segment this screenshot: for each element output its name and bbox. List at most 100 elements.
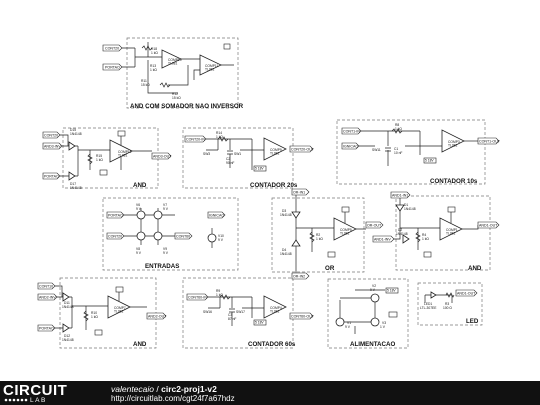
label-sw17: SW17 xyxy=(236,310,245,314)
diode-d2 xyxy=(402,234,410,244)
label-d3-model: 1N4148 xyxy=(280,213,292,217)
port-cont60-in xyxy=(186,293,209,301)
label-d11-model: 1N4148 xyxy=(62,305,74,309)
port-label: OR-IN1 xyxy=(293,191,305,195)
circuit-and-1: CONT20 AND3-INV PORTAO D15 1N4148 D17 1N… xyxy=(42,128,172,190)
label-c2-value: 90 nF xyxy=(226,161,234,165)
diode-d4 xyxy=(291,239,301,247)
rail-box xyxy=(99,169,108,176)
footer-project[interactable]: circ2-proj1-v2 xyxy=(161,384,217,394)
block-title-and-2: AND xyxy=(468,265,482,272)
port-cont20 xyxy=(102,44,123,52)
label-comp4: COMP4 xyxy=(270,306,282,310)
label-c2: C2 xyxy=(226,157,230,161)
circuit-contador-60: CONT60-IN R9 1 kΩ C3 87 nF SW16 SW17 COM… xyxy=(186,289,315,326)
label-v6: V6 xyxy=(136,203,140,207)
port-and3-inv xyxy=(42,142,63,150)
label-r10: R10 xyxy=(91,311,97,315)
port-label: IGNICAO xyxy=(343,145,358,149)
label-d12-model: 1N4148 xyxy=(62,338,74,342)
label-d1-model: 1N4148 xyxy=(404,207,416,211)
circuitlab-logo[interactable]: CIRCUIT xyxy=(3,382,68,399)
opamp-comp1 xyxy=(439,217,463,241)
label-r8-value: 1 kΩ xyxy=(395,127,402,131)
label-sw16: SW16 xyxy=(203,310,212,314)
circuit-and-2: AND1-IN1 AND1-INV D1 1N4148 D2 1N4148 R4… xyxy=(372,191,500,258)
footer-url[interactable]: http://circuitlab.com/cgt24f7a67hdz xyxy=(111,394,235,403)
label-d17: D17 xyxy=(70,182,76,186)
opamp-comp12 xyxy=(109,139,133,163)
label-d15: D15 xyxy=(70,128,76,132)
port-cont10 xyxy=(37,282,56,290)
port-portao xyxy=(42,172,61,180)
port-or-out xyxy=(365,221,384,229)
label-d3: D3 xyxy=(282,209,286,213)
label-comp3-model: TL081 xyxy=(448,144,458,148)
label-comp5: COMP5 xyxy=(340,228,352,232)
port-label: AND1-OUT xyxy=(457,292,476,296)
led-led1 xyxy=(430,291,437,299)
label-comp7: COMP7 xyxy=(114,306,126,310)
port-label: PORTAO xyxy=(108,214,123,218)
label-r9-value: 1 kΩ xyxy=(216,293,223,297)
source-v1 xyxy=(335,317,345,327)
label-sw11: SW11 xyxy=(372,148,381,152)
label-c1: C1 xyxy=(394,147,398,151)
block-title-and-somador: AND COM SOMADOR NAO INVERSOR xyxy=(130,103,244,110)
label-v6-value: 9 V xyxy=(136,207,142,211)
source-v6 xyxy=(136,210,146,220)
block-title-and-3: AND xyxy=(133,341,147,348)
label-comp10-model: TL081 xyxy=(168,62,178,66)
label-comp12-model: TL081 xyxy=(118,154,128,158)
label-v3-value: 1 V xyxy=(380,325,386,329)
label-d4-model: 1N4148 xyxy=(280,252,292,256)
port-label: AND1-OUT xyxy=(479,224,498,228)
label-r4: R4 xyxy=(422,233,426,237)
label-led1-model: LTL-307EE xyxy=(420,306,437,310)
label-c1-value: 10 nF xyxy=(394,151,402,155)
label-r9: R9 xyxy=(216,289,220,293)
schematic-svg: AND COM SOMADOR NAO INVERSOR AND CONTADO… xyxy=(37,37,501,349)
label-r11: R11 xyxy=(141,79,147,83)
label-v1: V1 xyxy=(347,321,351,325)
port-cont20-in xyxy=(184,135,207,143)
block-title-entradas: ENTRADAS xyxy=(145,263,179,270)
port-portao xyxy=(37,324,56,332)
diode-d3 xyxy=(291,211,301,219)
rail-box xyxy=(117,130,126,137)
label-comp12: COMP12 xyxy=(118,150,132,154)
label-r12-value: 15 kΩ xyxy=(172,96,181,100)
port-label: PORTAO xyxy=(44,175,59,179)
label-comp9-model: TL081 xyxy=(270,152,280,156)
label-comp7-model: TL081 xyxy=(114,310,124,314)
circuit-and-somador: CONT20 PORTAO R18 1 kΩ R13 1 kΩ COMP10 T… xyxy=(102,42,234,100)
label-sw1: SW1 xyxy=(234,152,241,156)
source-v3 xyxy=(370,317,380,327)
label-sw3: SW3 xyxy=(203,152,210,156)
label-comp1: COMP1 xyxy=(446,228,458,232)
label-r3-value: 100 Ω xyxy=(443,306,452,310)
footer-user[interactable]: valentecaio xyxy=(111,384,155,394)
label-d4: D4 xyxy=(282,248,286,252)
label-d1: D1 xyxy=(404,203,408,207)
label-d11: D11 xyxy=(64,301,70,305)
block-and-2 xyxy=(395,195,491,271)
port-and1-in1 xyxy=(390,191,411,199)
label-r14: R14 xyxy=(216,131,222,135)
port-label: OR-IN2 xyxy=(293,275,305,279)
opamp-comp9 xyxy=(263,137,287,161)
opamp-comp4 xyxy=(263,295,287,319)
diode-d17 xyxy=(68,171,76,181)
port-cont20 xyxy=(106,232,125,240)
label-r4-value: 1 kΩ xyxy=(422,237,429,241)
port-label: CONT60-OUT xyxy=(291,315,315,319)
label-d2: D2 xyxy=(398,228,402,232)
footer-separator: / xyxy=(154,384,162,394)
label-d12: D12 xyxy=(64,334,70,338)
port-label: OR-OUT xyxy=(367,224,382,228)
label-comp1-model: TL081 xyxy=(446,232,456,236)
rail-box xyxy=(253,319,267,326)
circuit-contador-10: CONT1-IN IGNICAO R8 1 kΩ SW11 C1 10 nF C… xyxy=(341,123,501,166)
block-title-contador-20: CONTADOR 20s xyxy=(250,182,298,189)
